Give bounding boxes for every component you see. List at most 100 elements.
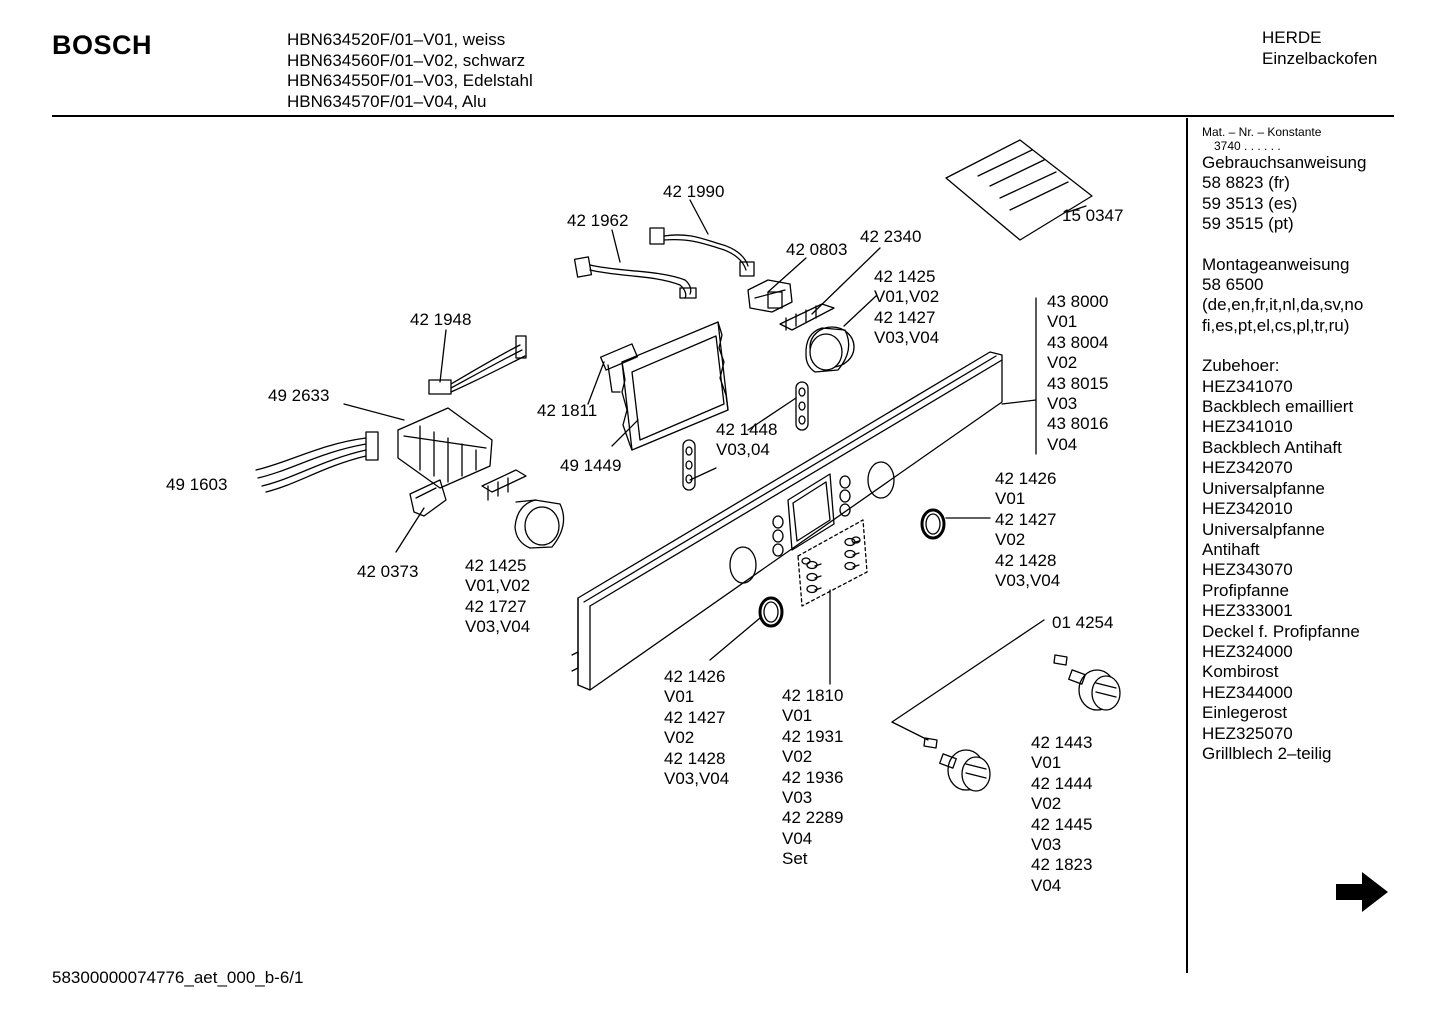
- part-variant: V03,V04: [664, 769, 730, 789]
- accessory-line: HEZ342070: [1202, 458, 1293, 478]
- knob-ring: [758, 596, 784, 628]
- sidebar: Mat. – Nr. – Konstante 3740 . . . . . . …: [1202, 125, 1366, 764]
- accessory-line: Backblech emailliert: [1202, 397, 1354, 417]
- connector-strip: [481, 469, 527, 501]
- product-name: Einzelbackofen: [1262, 48, 1378, 68]
- part-number: 42 1427: [995, 509, 1057, 529]
- install-langs: (de,en,fr,it,nl,da,sv,no: [1202, 295, 1364, 315]
- part-variant: V01: [1047, 312, 1078, 332]
- part-variant: Set: [782, 849, 808, 869]
- part-number: 43 8015: [1047, 373, 1109, 393]
- part-variant: V03: [782, 788, 813, 808]
- sidebar-divider: [1186, 118, 1188, 973]
- part-variant: V03,V04: [465, 617, 531, 637]
- part-number: 42 1428: [664, 748, 726, 768]
- part-variant: V02: [782, 747, 813, 767]
- accessory-line: HEZ344000: [1202, 682, 1293, 702]
- part-number: 42 1448: [716, 420, 778, 439]
- part-variant: V02: [1031, 794, 1062, 814]
- part-variant: V01,V02: [874, 287, 940, 307]
- part-number: 42 1444: [1031, 773, 1093, 793]
- part-label: 42 0373: [357, 562, 419, 581]
- accessory-line: HEZ341010: [1202, 417, 1293, 437]
- part-number: 42 1427: [874, 307, 936, 327]
- part-variant: V01: [782, 706, 813, 726]
- electronic-module: [599, 321, 729, 451]
- install-langs: fi,es,pt,el,cs,pl,tr,ru): [1202, 315, 1350, 335]
- arrow-right-icon[interactable]: [1334, 870, 1390, 914]
- part-number: 42 1426: [664, 667, 726, 686]
- part-number: 42 1425: [874, 267, 936, 286]
- part-label: 01 4254: [1052, 613, 1114, 632]
- part-variant: V04: [1047, 434, 1078, 454]
- part-variant: V01: [1031, 753, 1062, 773]
- part-number: 43 8000: [1047, 292, 1109, 311]
- knob-ring: [920, 508, 946, 540]
- connector-strip: [779, 303, 835, 331]
- control-knob: [923, 737, 991, 792]
- holder-strip: [682, 439, 696, 491]
- panel-button-holes: [772, 475, 851, 557]
- model-line: HBN634520F/01–V01, weiss: [287, 30, 506, 49]
- part-label-group: 42 1810 V01 42 1931 V02 42 1936 V03 42 2…: [782, 686, 843, 870]
- accessory-line: Universalpfanne: [1202, 478, 1325, 498]
- part-number: 42 1727: [465, 596, 527, 616]
- cable-harness: [255, 431, 379, 493]
- part-number: 42 1425: [465, 556, 527, 575]
- selector-switch: [805, 326, 855, 373]
- part-label: 42 2340: [860, 227, 922, 246]
- part-variant: V03,V04: [874, 328, 940, 348]
- part-variant: V03: [1031, 835, 1062, 855]
- leader-lines: [343, 199, 1087, 741]
- part-label: 42 1962: [567, 211, 629, 230]
- manual-item: 58 8823 (fr): [1202, 173, 1290, 193]
- part-label: 42 1990: [663, 182, 725, 201]
- cable-harness: [573, 256, 697, 299]
- part-label-group: 42 1426 V01 42 1427 V02 42 1428 V03,V04: [664, 667, 729, 789]
- accessory-line: HEZ333001: [1202, 601, 1293, 621]
- part-variant: V01: [664, 687, 695, 707]
- part-variant: V01: [995, 489, 1026, 509]
- button-set: [797, 519, 868, 607]
- header-divider: [52, 115, 1394, 117]
- part-label-group: 42 1425 V01,V02 42 1727 V03,V04: [465, 556, 530, 638]
- install-number: 58 6500: [1202, 275, 1264, 295]
- part-variant: V02: [664, 728, 695, 748]
- manual-title: Gebrauchsanweisung: [1202, 153, 1367, 172]
- accessory-line: Grillblech 2–teilig: [1202, 743, 1332, 763]
- screw-bag: [945, 139, 1093, 241]
- part-number: 42 1426: [995, 469, 1057, 488]
- part-variant: V03: [1047, 394, 1078, 414]
- manual-item: 59 3513 (es): [1202, 193, 1298, 213]
- accessories-title: Zubehoer:: [1202, 356, 1280, 376]
- part-label-group: 42 1426 V01 42 1427 V02 42 1428 V03,V04: [995, 469, 1060, 591]
- panel-knob-hole: [867, 461, 895, 499]
- part-label-group: 42 1425 V01,V02 42 1427 V03,V04: [874, 267, 939, 349]
- accessory-line: Antihaft: [1202, 539, 1260, 559]
- part-variant: V04: [1031, 875, 1062, 895]
- part-variant: V04: [782, 828, 813, 848]
- accessory-line: Kombirost: [1202, 662, 1279, 682]
- accessory-line: Backblech Antihaft: [1202, 437, 1342, 457]
- part-number: 42 1931: [782, 726, 844, 746]
- part-number: 42 1445: [1031, 814, 1093, 834]
- product-info: HERDE Einzelbackofen: [1262, 28, 1377, 69]
- cable-harness: [428, 335, 527, 395]
- part-label-group: 42 1443 V01 42 1444 V02 42 1445 V03 42 1…: [1031, 733, 1092, 896]
- model-line: HBN634570F/01–V04, Alu: [287, 91, 487, 111]
- part-number: 42 1443: [1031, 733, 1093, 752]
- accessory-line: HEZ342010: [1202, 499, 1293, 519]
- product-type: HERDE: [1262, 28, 1322, 47]
- manual-item: 59 3515 (pt): [1202, 214, 1294, 234]
- accessory-line: Profipfanne: [1202, 580, 1289, 600]
- part-label: 49 1603: [166, 475, 228, 494]
- panel-knob-hole: [729, 546, 757, 584]
- part-label: 15 0347: [1062, 206, 1124, 225]
- accessory-line: Universalpfanne: [1202, 519, 1325, 539]
- accessory-line: Deckel f. Profipfanne: [1202, 621, 1360, 641]
- part-label-group: 43 8000 V01 43 8004 V02 43 8015 V03 43 8…: [1047, 292, 1108, 455]
- part-variant: V01,V02: [465, 576, 531, 596]
- accessory-line: HEZ343070: [1202, 560, 1293, 580]
- model-list: HBN634520F/01–V01, weiss HBN634560F/01–V…: [287, 30, 533, 112]
